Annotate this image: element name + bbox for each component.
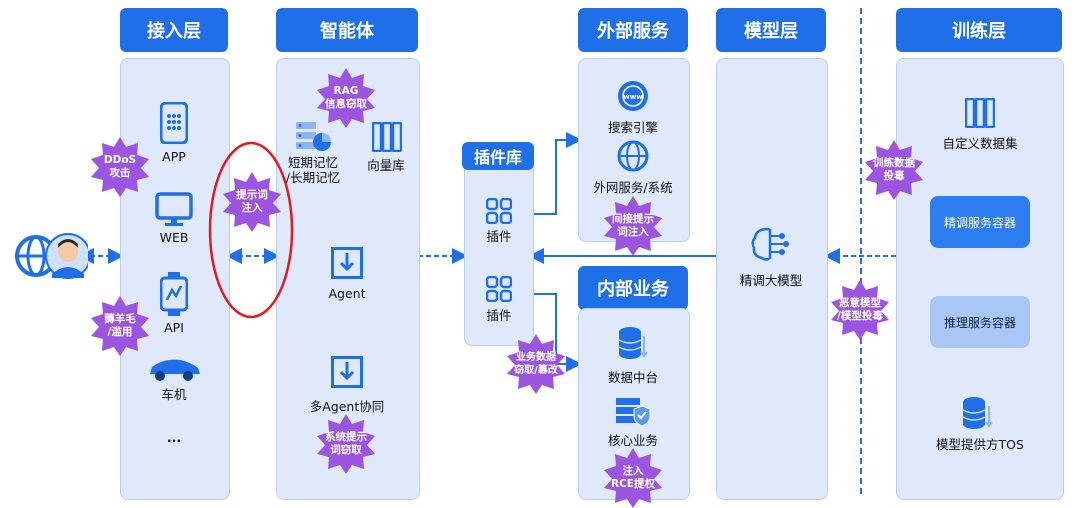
label-multi-agent: 多Agent协同 [309,399,385,414]
threat-burst-icon [604,196,662,256]
label-app: APP [162,149,186,164]
threat-badge-ddos: DDoS 攻击 [90,137,150,197]
threat-badge-rce: 注入 RCE提权 [603,448,663,508]
label-web-service: 外网服务/系统 [593,180,673,195]
label-web: WEB [159,230,189,245]
threat-badge-training-poison: 训练数据 投毒 [864,140,924,200]
car-icon [146,356,202,382]
threat-burst-icon [507,334,565,394]
phone-icon [159,101,189,145]
memory-icon [296,122,332,154]
panel-plugin [464,158,534,346]
threat-burst-icon [831,280,889,340]
panel-model [716,58,828,500]
database-icon [618,326,648,360]
threat-badge-prompt-injection: 提示词 注入 [222,172,282,232]
label-dataset: 自定义数据集 [942,136,1018,151]
panel-agent [276,58,420,500]
monitor-icon [155,192,193,228]
label-model-provider: 模型提供方TOS [936,437,1024,452]
header-agent: 智能体 [276,8,418,52]
plugin-icon-2 [485,275,513,303]
threat-burst-icon [317,68,375,128]
threat-badge-model-poison: 恶意模型 /模型投毒 [830,280,890,340]
header-external: 外部服务 [578,8,688,52]
globe-icon [617,140,649,172]
label-api: API [164,320,184,335]
www-icon: www [617,80,649,112]
threat-burst-icon [317,414,375,474]
threat-badge-system-prompt: 系统提示 词窃取 [316,414,376,474]
label-data-platform: 数据中台 [607,370,658,385]
highlight-ellipse [208,141,294,319]
label-search: 搜索引擎 [607,120,658,135]
label-vector-db: 向量库 [367,158,405,173]
label-plugin-1: 插件 [486,229,512,244]
threat-burst-icon [91,137,149,197]
label-core-business: 核心业务 [607,433,658,448]
svg-text:www: www [623,93,643,101]
header-access: 接入层 [120,8,228,52]
header-model: 模型层 [716,8,826,52]
threat-badge-business-data: 业务数据 窃取/篡改 [506,334,566,394]
label-agent: Agent [328,286,366,301]
inference-container: 推理服务容器 [930,296,1030,348]
plugin-internal-arrow [530,293,582,372]
agent-icon [331,247,363,279]
plugin-icon-1 [485,197,513,225]
vector-db-icon [371,121,403,153]
label-plugin-2: 插件 [486,308,512,323]
dataset-icon [964,97,996,129]
threat-burst-icon [865,140,923,200]
threat-badge-indirect-prompt: 间接提示 词注入 [603,196,663,256]
threat-burst-icon [223,172,281,232]
model-provider-icon [962,396,994,430]
label-finetuned-model: 精调大模型 [739,273,803,288]
multi-agent-icon [331,356,363,388]
label-more: ... [166,430,182,445]
brain-icon [750,226,792,262]
server-shield-icon [614,396,652,427]
plugin-external-arrow [530,132,582,215]
user-globe-icon [15,233,91,279]
label-memory: 短期记忆 /长期记忆 [285,155,341,185]
threat-badge-rag-theft: RAG 信息窃取 [316,68,376,128]
header-plugin: 插件库 [462,142,534,170]
threat-burst-icon [604,448,662,508]
api-icon [159,272,189,316]
threat-badge-abuse: 薅羊毛 /滥用 [90,296,150,356]
header-internal: 内部业务 [578,266,688,310]
label-car: 车机 [161,387,187,402]
user-avatar [8,228,91,284]
header-training: 训练层 [896,8,1062,52]
finetune-container: 精调服务容器 [930,196,1030,248]
threat-burst-icon [91,296,149,356]
